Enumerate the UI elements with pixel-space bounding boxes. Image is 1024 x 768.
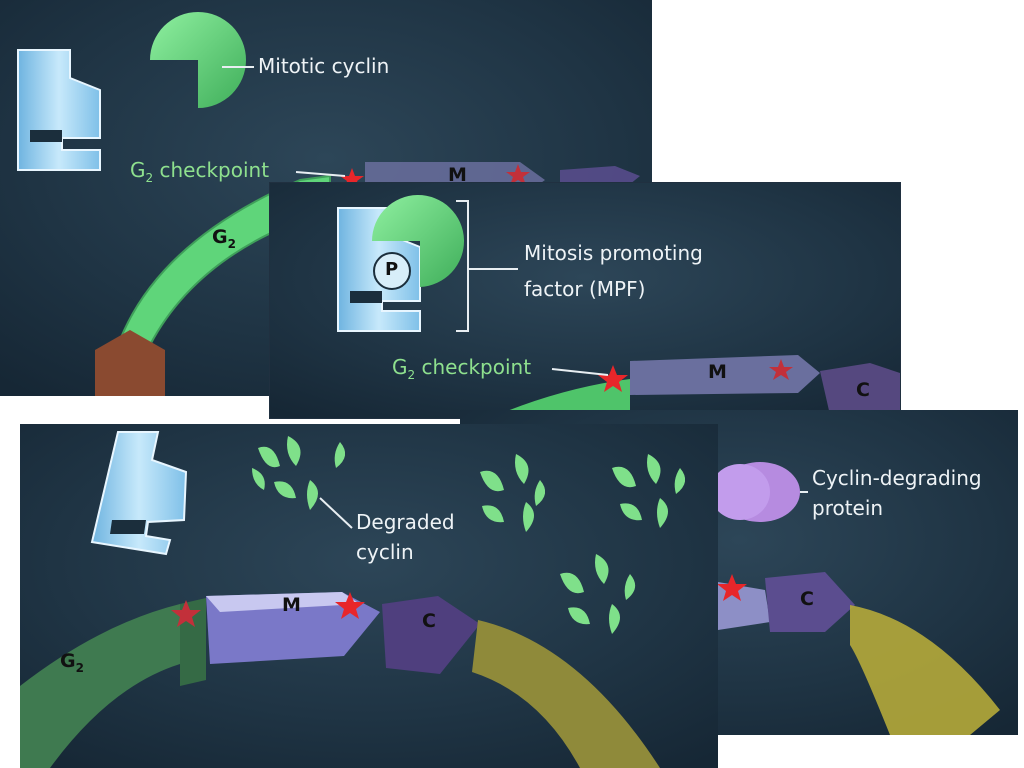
c-segment	[820, 363, 900, 415]
g2-checkpoint-sub: 2	[145, 171, 154, 185]
mitotic-cyclin-label: Mitotic cyclin	[258, 54, 390, 78]
degraded-cyclin-fragments	[560, 554, 636, 634]
degraded-cyclin-fragments	[480, 454, 546, 532]
star-marker	[506, 164, 530, 185]
g2-arc-letter: G	[60, 650, 76, 672]
g2-checkpoint-suffix: checkpoint	[153, 158, 270, 182]
g2-checkpoint-prefix: G	[130, 158, 146, 182]
phosphate-circle	[373, 252, 411, 290]
m-label: M	[282, 594, 301, 616]
degraded-cyclin-fragments	[612, 454, 686, 528]
panel2-art	[270, 183, 900, 418]
protein-label-line1: Cyclin-degrading	[812, 466, 982, 490]
star-marker	[335, 592, 365, 619]
m-segment	[630, 355, 820, 395]
degraded-cyclin-label-line1: Degraded	[356, 510, 455, 534]
m-label: M	[448, 164, 467, 186]
mitotic-cyclin-shape	[150, 12, 246, 108]
g2-arc-label: G2	[212, 226, 236, 251]
degraded-cyclin-fragments	[252, 436, 346, 510]
s-phase-arc	[472, 620, 660, 768]
m-label: M	[708, 361, 727, 383]
g2-checkpoint-prefix: G	[392, 355, 408, 379]
mpf-label-line2: factor (MPF)	[524, 277, 646, 301]
g2-arc-sub: 2	[227, 236, 236, 251]
phosphate-label: P	[385, 259, 399, 280]
g2-arc-letter: G	[212, 226, 228, 248]
s-phase-arc	[850, 605, 1000, 735]
star-marker	[717, 574, 747, 601]
g2-checkpoint-suffix: checkpoint	[415, 355, 532, 379]
g2-arc	[490, 379, 630, 418]
c-segment	[765, 572, 855, 632]
protein-label-line2: protein	[812, 496, 884, 520]
star-marker	[769, 359, 793, 380]
g2-checkpoint-label: G2 checkpoint	[130, 158, 269, 186]
g2-arc-sub: 2	[75, 660, 84, 675]
c-label: C	[422, 610, 436, 632]
g2-checkpoint-label: G2 checkpoint	[392, 355, 531, 383]
degraded-cyclin-label-line2: cyclin	[356, 540, 414, 564]
c-label: C	[800, 588, 814, 610]
star-marker	[598, 365, 628, 392]
star-marker	[171, 600, 201, 627]
mpf-bracket	[456, 200, 469, 332]
panel-degraded-cyclin: Degraded cyclin M C G2	[20, 424, 718, 768]
panel3-art	[20, 424, 718, 768]
g2-arc-label: G2	[60, 650, 84, 675]
c-segment	[382, 596, 480, 674]
mpf-label-line1: Mitosis promoting	[524, 241, 703, 265]
mitotic-cyclin-shape	[372, 195, 464, 287]
panel-mpf: P Mitosis promoting factor (MPF) G2 chec…	[270, 183, 900, 418]
g2-checkpoint-sub: 2	[407, 368, 416, 382]
g2-arc	[20, 604, 180, 768]
c-label: C	[856, 379, 870, 401]
